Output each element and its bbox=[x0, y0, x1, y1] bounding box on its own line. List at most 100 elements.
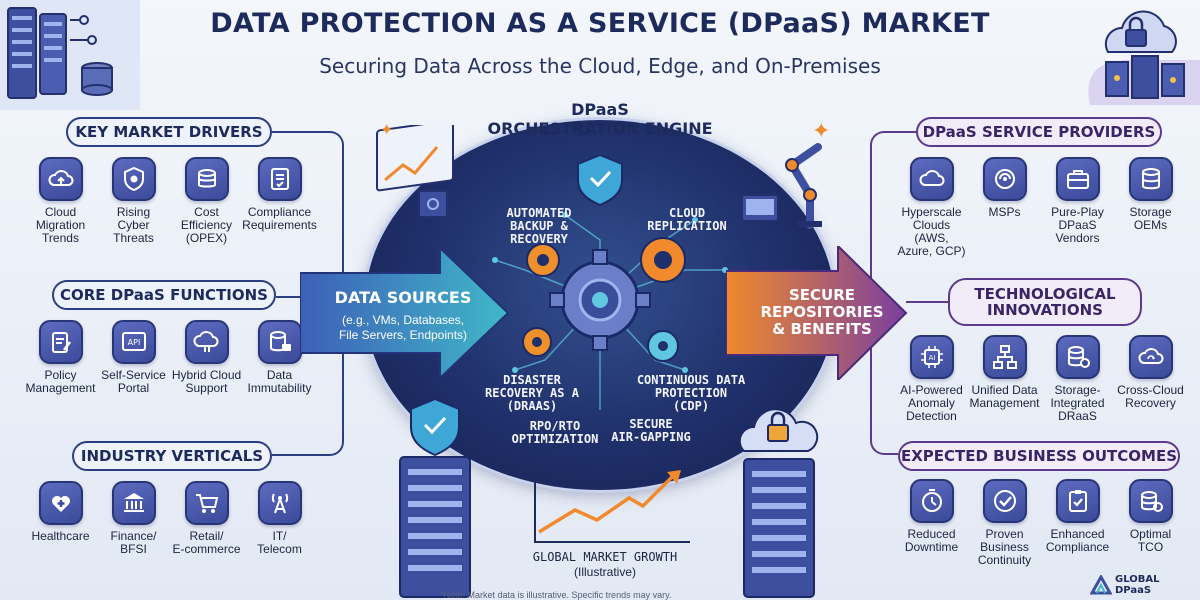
function-policy-management: Policy Management bbox=[24, 320, 97, 395]
core-functions-heading: CORE DPaaS FUNCTIONS bbox=[52, 280, 276, 310]
industry-verticals-heading: INDUSTRY VERTICALS bbox=[72, 441, 272, 471]
secure-repositories-arrow bbox=[726, 246, 908, 380]
function-label: Data Immutability bbox=[247, 368, 312, 395]
service-providers-heading: DPaaS SERVICE PROVIDERS bbox=[916, 117, 1162, 147]
innovation-label: Cross-Cloud Recovery bbox=[1117, 383, 1184, 410]
label-cdp: CONTINUOUS DATA PROTECTION (CDP) bbox=[636, 373, 746, 413]
storage-gear-icon bbox=[1055, 335, 1100, 379]
driver-label: Cost Efficiency (OPEX) bbox=[180, 205, 233, 245]
sparkle-icon: ✦ bbox=[380, 122, 394, 139]
innovation-label: AI-Powered Anomaly Detection bbox=[900, 383, 963, 423]
cloud-upload-icon bbox=[38, 157, 83, 201]
innovation-label: Storage- Integrated DRaaS bbox=[1050, 383, 1105, 423]
outcome-label: Enhanced Compliance bbox=[1045, 527, 1110, 554]
outcome-reduced-downtime: Reduced Downtime bbox=[895, 479, 968, 567]
managed-service-icon bbox=[982, 157, 1027, 201]
left-connector-1 bbox=[272, 131, 344, 281]
driver-cost-efficiency: Cost Efficiency (OPEX) bbox=[170, 157, 243, 245]
sparkle-icon: ✦ bbox=[812, 118, 831, 143]
cloud-lock-illustration bbox=[1088, 10, 1200, 105]
market-growth-chart bbox=[534, 467, 690, 543]
tech-innovations-heading: TECHNOLOGICAL INNOVATIONS bbox=[948, 278, 1142, 326]
storage-icon bbox=[1128, 157, 1173, 201]
label-cloud-replication: CLOUD REPLICATION bbox=[647, 206, 727, 233]
label-air-gapping: SECURE AIR-GAPPING bbox=[611, 417, 691, 444]
outcome-label: Proven Business Continuity bbox=[977, 527, 1032, 567]
functions-icon-row: Policy Management API Self-Service Porta… bbox=[24, 320, 316, 395]
bank-icon bbox=[111, 481, 156, 525]
function-label: Hybrid Cloud Support bbox=[171, 368, 242, 395]
business-outcomes-heading: EXPECTED BUSINESS OUTCOMES bbox=[898, 441, 1180, 471]
vertical-it-telecom: IT/ Telecom bbox=[243, 481, 316, 556]
hybrid-cloud-icon bbox=[184, 320, 229, 364]
right-connector-2 bbox=[906, 301, 948, 303]
outcome-business-continuity: Proven Business Continuity bbox=[968, 479, 1041, 567]
innovation-cross-cloud: Cross-Cloud Recovery bbox=[1114, 335, 1187, 423]
checklist-icon bbox=[257, 157, 302, 201]
coin-stack-icon bbox=[1128, 479, 1173, 523]
network-icon bbox=[982, 335, 1027, 379]
api-window-icon: API bbox=[111, 320, 156, 364]
left-connector-3 bbox=[272, 330, 344, 456]
vertical-label: Healthcare bbox=[31, 529, 90, 543]
provider-msps: MSPs bbox=[968, 157, 1041, 258]
global-dpaas-logo-text: GLOBAL DPaaS bbox=[1115, 574, 1160, 596]
global-dpaas-logo-icon bbox=[1090, 575, 1112, 595]
heart-plus-icon bbox=[38, 481, 83, 525]
driver-label: Rising Cyber Threats bbox=[113, 205, 154, 245]
cloud-icon bbox=[909, 157, 954, 201]
innovation-unified-data: Unified Data Management bbox=[968, 335, 1041, 423]
trend-chart-illustration bbox=[376, 125, 454, 218]
provider-storage-oems: Storage OEMs bbox=[1114, 157, 1187, 258]
vertical-healthcare: Healthcare bbox=[24, 481, 97, 556]
label-automated-backup: AUTOMATED BACKUP & RECOVERY bbox=[506, 206, 572, 246]
outcome-label: Optimal TCO bbox=[1129, 527, 1172, 554]
engine-title: DPaaS ORCHESTRATION ENGINE bbox=[487, 100, 713, 138]
verticals-icon-row: Healthcare Finance/ BFSI Retail/ E-comme… bbox=[24, 481, 316, 556]
database-lock-icon bbox=[257, 320, 302, 364]
provider-label: Hyperscale Clouds (AWS, Azure, GCP) bbox=[897, 205, 966, 258]
badge-check-icon bbox=[982, 479, 1027, 523]
page-subtitle: Securing Data Across the Cloud, Edge, an… bbox=[319, 54, 881, 78]
function-label: Policy Management bbox=[25, 368, 96, 395]
vertical-finance: Finance/ BFSI bbox=[97, 481, 170, 556]
robot-arm-illustration bbox=[741, 143, 822, 229]
innovations-icon-row: AI AI-Powered Anomaly Detection Unified … bbox=[895, 335, 1187, 423]
drivers-icon-row: Cloud Migration Trends Rising Cyber Thre… bbox=[24, 157, 317, 245]
key-market-drivers-heading: KEY MARKET DRIVERS bbox=[66, 117, 272, 147]
outcome-optimal-tco: Optimal TCO bbox=[1114, 479, 1187, 567]
virus-shield-icon bbox=[111, 157, 156, 201]
vertical-label: Retail/ E-commerce bbox=[172, 529, 241, 556]
server-racks-illustration bbox=[0, 0, 140, 110]
driver-cloud-migration: Cloud Migration Trends bbox=[24, 157, 97, 245]
secure-server-illustration bbox=[399, 397, 471, 598]
secure-repositories-title: SECURE REPOSITORIES & BENEFITS bbox=[760, 286, 884, 338]
driver-cyber-threats: Rising Cyber Threats bbox=[97, 157, 170, 245]
market-growth-title: GLOBAL MARKET GROWTH bbox=[532, 550, 678, 564]
provider-hyperscale: Hyperscale Clouds (AWS, Azure, GCP) bbox=[895, 157, 968, 258]
driver-label: Compliance Requirements bbox=[242, 205, 317, 232]
stopwatch-icon bbox=[909, 479, 954, 523]
label-draas: DISASTER RECOVERY AS A (DRaaS) bbox=[485, 373, 579, 413]
innovation-label: Unified Data Management bbox=[969, 383, 1040, 410]
provider-label: MSPs bbox=[988, 205, 1021, 219]
briefcase-icon bbox=[1055, 157, 1100, 201]
innovation-storage-draas: Storage- Integrated DRaaS bbox=[1041, 335, 1114, 423]
coins-icon bbox=[184, 157, 229, 201]
left-connector-2 bbox=[276, 296, 312, 298]
vertical-retail: Retail/ E-commerce bbox=[170, 481, 243, 556]
data-sources-detail: (e.g., VMs, Databases, File Servers, End… bbox=[338, 313, 468, 342]
vertical-label: Finance/ BFSI bbox=[110, 529, 157, 556]
page-title: DATA PROTECTION AS A SERVICE (DPaaS) MAR… bbox=[210, 8, 990, 39]
outcomes-icon-row: Reduced Downtime Proven Business Continu… bbox=[895, 479, 1187, 567]
svg-text:AI: AI bbox=[928, 354, 935, 362]
outcome-label: Reduced Downtime bbox=[904, 527, 959, 554]
clipboard-edit-icon bbox=[38, 320, 83, 364]
engine-gears bbox=[492, 153, 728, 410]
function-hybrid-cloud: Hybrid Cloud Support bbox=[170, 320, 243, 395]
driver-compliance: Compliance Requirements bbox=[242, 157, 317, 245]
cloud-sync-icon bbox=[1128, 335, 1173, 379]
provider-pure-play: Pure-Play DPaaS Vendors bbox=[1041, 157, 1114, 258]
vertical-label: IT/ Telecom bbox=[257, 529, 302, 556]
function-self-service-portal: API Self-Service Portal bbox=[97, 320, 170, 395]
